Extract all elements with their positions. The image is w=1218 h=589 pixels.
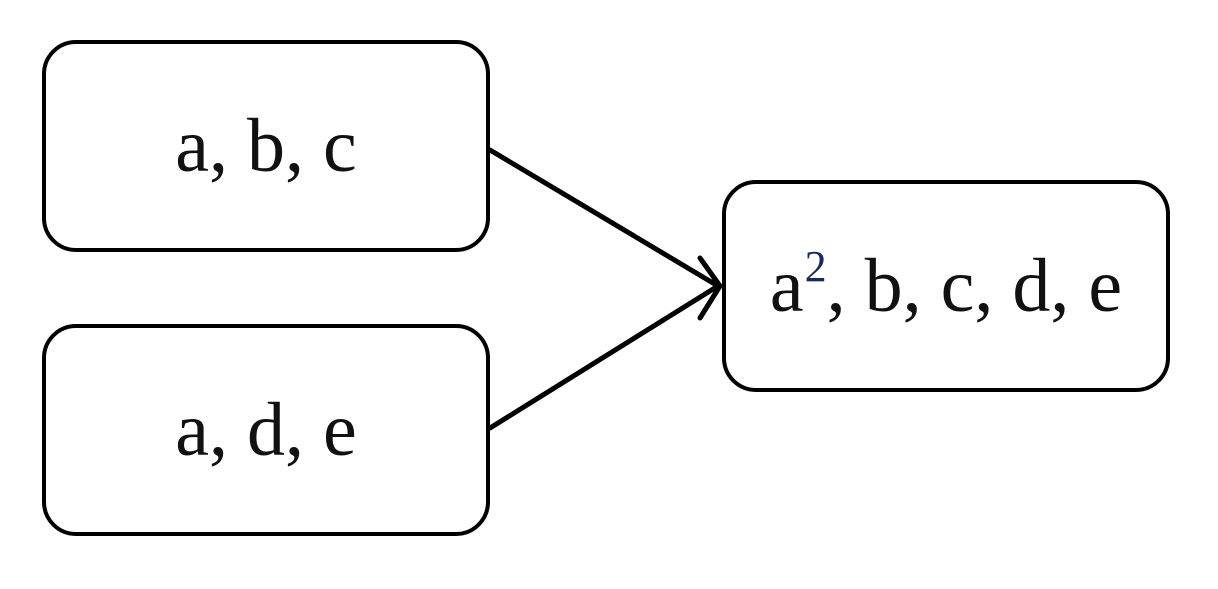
node-ade: a, d, e	[42, 324, 490, 536]
node-result-base: a	[769, 244, 804, 328]
edge-node1-to-node3	[487, 147, 721, 289]
node-abc: a, b, c	[42, 40, 490, 252]
node-result-rest: , b, c, d, e	[826, 244, 1123, 328]
node-result-label: a2, b, c, d, e	[770, 245, 1122, 325]
node-ade-label: a, d, e	[175, 388, 357, 472]
node-result-exponent: 2	[804, 242, 827, 291]
edge-node2-to-node3	[487, 283, 721, 431]
node-result: a2, b, c, d, e	[722, 180, 1170, 392]
arrowhead-icon	[697, 255, 723, 321]
node-abc-label: a, b, c	[175, 104, 357, 188]
